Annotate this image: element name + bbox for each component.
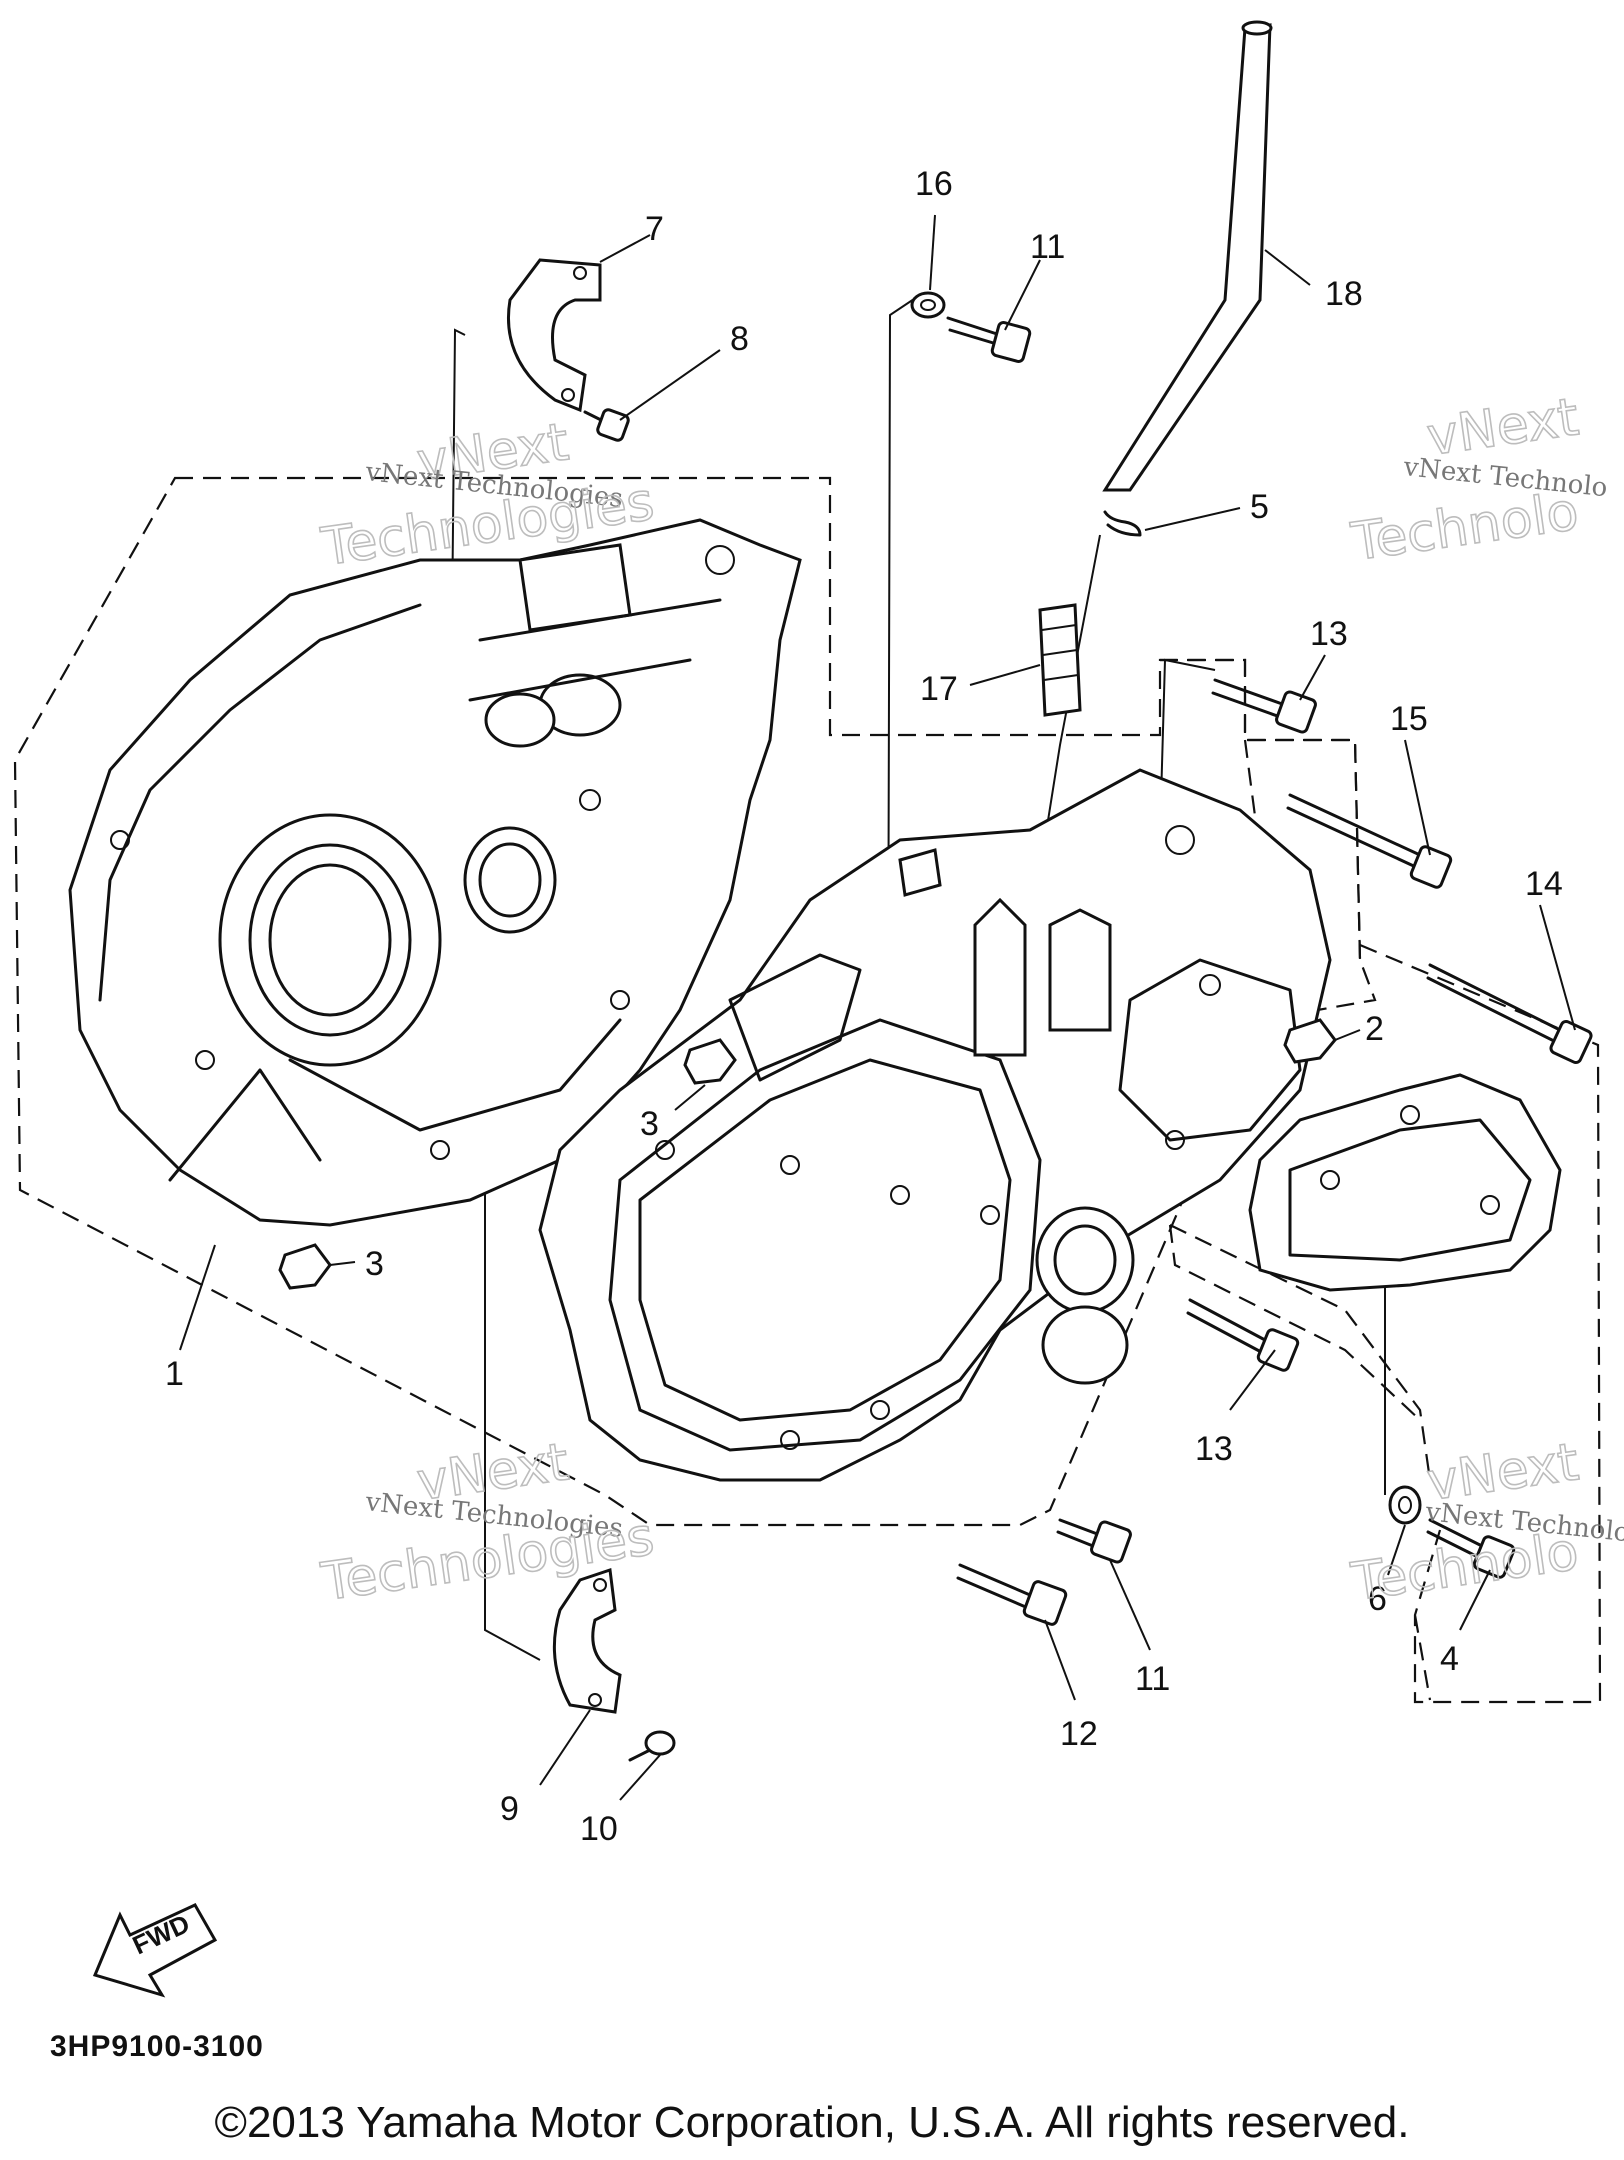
callout-5: 5 [1250, 488, 1269, 526]
callout-3-lower: 3 [365, 1245, 384, 1283]
callout-2: 2 [1365, 1010, 1384, 1048]
bolt-11-bottom [1056, 1518, 1132, 1564]
breather-pipe [1102, 23, 1272, 492]
callout-16: 16 [915, 165, 953, 203]
crankcase-assembly-boundary [13, 476, 1377, 1527]
clip [1103, 510, 1142, 537]
clamp-bottom [552, 1567, 622, 1714]
callout-7: 7 [645, 210, 664, 248]
joint [1038, 603, 1082, 717]
bolt-11-guide [887, 294, 921, 1061]
callout-4: 4 [1440, 1640, 1459, 1678]
dowel-3-lower [278, 1243, 332, 1290]
watermark-lower-right: vNext vNext Technolo Technolo [1347, 1432, 1624, 1614]
bolt-15 [1286, 793, 1453, 889]
callout-18: 18 [1325, 275, 1363, 313]
bolt-12 [956, 1563, 1068, 1626]
callout-17: 17 [920, 670, 958, 708]
screw-8 [583, 408, 630, 442]
callout-10: 10 [580, 1810, 618, 1848]
callout-3-upper: 3 [640, 1105, 659, 1143]
bolt-13-guide [1159, 658, 1216, 836]
callout-11-top: 11 [1030, 228, 1065, 266]
callout-13-bottom: 13 [1195, 1430, 1233, 1468]
side-cover [1248, 1073, 1562, 1292]
callout-1: 1 [165, 1355, 184, 1393]
callout-9: 9 [500, 1790, 519, 1828]
svg-text:Technolo: Technolo [1347, 482, 1582, 573]
leader-lines [179, 214, 1576, 1801]
callout-11-bottom: 11 [1135, 1660, 1170, 1698]
clamp-top [506, 258, 602, 413]
bolt-14 [1426, 963, 1593, 1065]
screw-10 [628, 1730, 676, 1762]
dowel-3-upper [683, 1038, 737, 1085]
left-crankcase [68, 518, 802, 1227]
washer-16 [910, 291, 946, 319]
pipe-end [1241, 20, 1273, 36]
callout-14: 14 [1525, 865, 1563, 903]
bolt-13-bottom [1186, 1298, 1300, 1372]
bolt-13-top [1211, 678, 1317, 734]
callout-6: 6 [1368, 1580, 1387, 1618]
callout-15: 15 [1390, 700, 1428, 738]
right-crankcase [538, 768, 1332, 1482]
dowel-2 [1283, 1018, 1337, 1064]
bolt-13-boundary [1168, 1224, 1421, 1421]
callout-13-top: 13 [1310, 615, 1348, 653]
cover-boundary [1359, 943, 1602, 1704]
washer-6 [1388, 1485, 1422, 1525]
callout-8: 8 [730, 320, 749, 358]
bolt-11-top [946, 316, 1032, 363]
copyright-notice: ©2013 Yamaha Motor Corporation, U.S.A. A… [214, 2098, 1410, 2147]
callout-12: 12 [1060, 1715, 1098, 1753]
svg-text:Technolo: Technolo [1347, 1522, 1582, 1613]
fwd-arrow-icon: FWD [92, 1903, 218, 1998]
watermark-upper-right: vNext vNext Technolo Technolo [1347, 387, 1609, 574]
drawing-code: 3HP9100-3100 [50, 2030, 264, 2063]
